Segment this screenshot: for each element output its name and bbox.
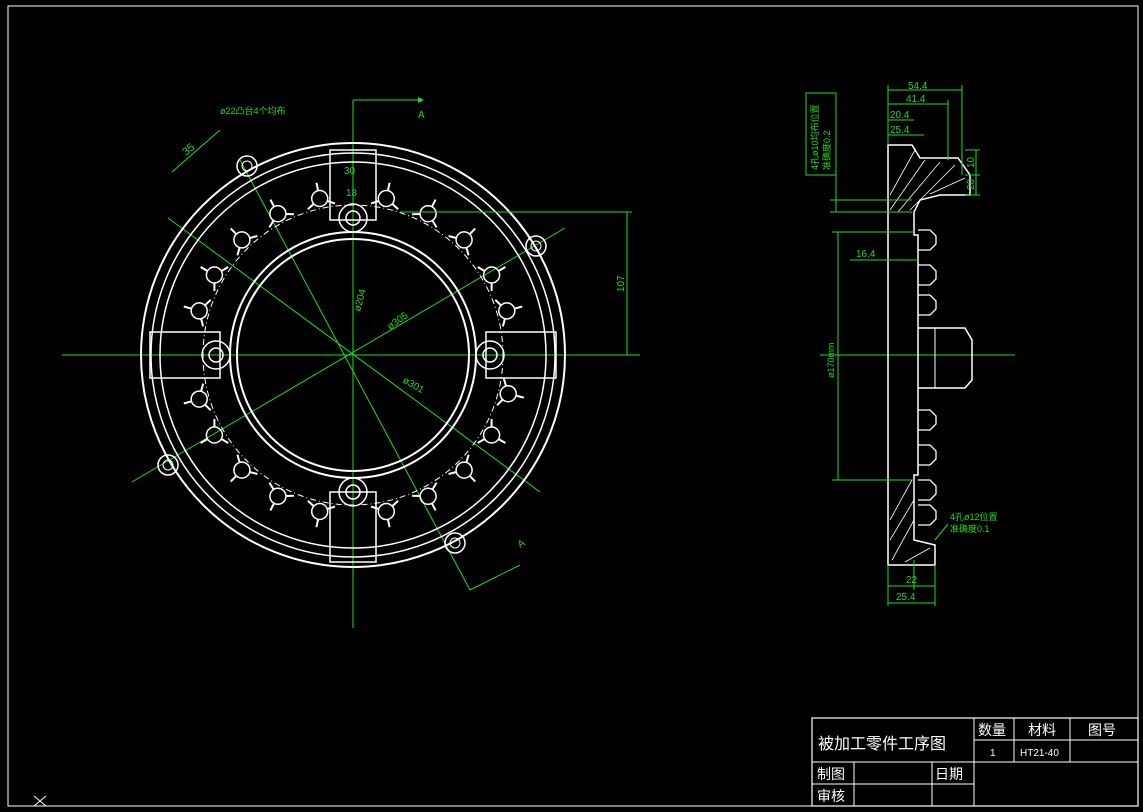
dim-170: ø170mm: [826, 342, 836, 378]
pin-hub: [229, 227, 258, 256]
pin-hub: [229, 454, 258, 483]
dim-305: ø305: [385, 310, 410, 332]
note-box-top: [805, 92, 837, 176]
pin-hub: [268, 199, 294, 228]
pin-hub: [412, 482, 438, 511]
section-label-top: A: [418, 110, 425, 121]
dim-107: 107: [616, 275, 627, 292]
pin-hub: [448, 454, 477, 483]
dim-10: 10: [966, 156, 977, 168]
outer-ring: [140, 142, 566, 568]
pin-hub: [496, 378, 525, 406]
dim-54-4: 54.4: [908, 81, 928, 92]
checker-label: 审核: [817, 788, 845, 804]
side-pin: [918, 479, 937, 501]
drawing-no-label: 图号: [1088, 722, 1116, 738]
drafter-label: 制图: [817, 766, 845, 782]
dim-20-4: 20.4: [890, 110, 910, 121]
material-label: 材料: [1028, 722, 1056, 738]
dim-22: 22: [906, 575, 918, 586]
qty-label: 数量: [978, 722, 1006, 738]
side-view: 54.4 41.4 20.4 25.4 20 10 4孔ø10均布位置 准确度0…: [805, 81, 1015, 606]
dim-25-4-bottom: 25.4: [896, 592, 916, 603]
section-line-bottom: [469, 564, 521, 591]
pin-hub: [268, 482, 294, 511]
title-block: 被加工零件工序图 数量 材料 图号 1 HT21-40 制图 日期 审核: [811, 717, 1139, 807]
side-pin: [918, 444, 937, 466]
boss-bottom-left: [157, 454, 179, 476]
note-top-line1: 4孔ø10均布位置: [809, 104, 820, 170]
dim-204: ø204: [352, 287, 369, 312]
section-label-bottom: A: [516, 538, 528, 551]
boss-bottom-right: [444, 532, 466, 554]
lug-top: [329, 149, 377, 233]
lug-right: [475, 331, 557, 379]
dim-16-4: 16.4: [856, 249, 876, 260]
note-bottom-line2: 准确度0.1: [950, 523, 990, 534]
pin-hub: [307, 500, 336, 528]
pin-hub: [477, 419, 506, 444]
boss-note: ø22凸台4个均布: [220, 105, 286, 116]
pin-hub: [477, 266, 506, 291]
dim-25-4-top: 25.4: [890, 125, 910, 136]
pin-hub: [183, 383, 212, 411]
pin-hub: [370, 182, 399, 210]
pin-hub: [494, 299, 523, 327]
side-pin: [918, 409, 937, 431]
qty-value: 1: [990, 748, 996, 759]
diagonal-line-1: [167, 217, 541, 493]
diagonal-line-3: [239, 159, 471, 591]
pin-hub: [412, 199, 438, 228]
section-arrow-top-head: [418, 97, 424, 103]
hatch-bottom: [889, 479, 931, 563]
dim-301: ø301: [401, 375, 427, 396]
side-pin: [918, 264, 937, 286]
ucs-icon: [33, 795, 47, 807]
dim-18: 18: [346, 188, 358, 199]
side-pins: [918, 229, 937, 526]
pin-hub: [183, 299, 212, 327]
title-block-title: 被加工零件工序图: [818, 735, 946, 753]
diagonal-line-2: [131, 227, 566, 483]
side-pin: [918, 504, 937, 526]
pin-hub: [200, 266, 229, 291]
side-profile: [887, 144, 971, 566]
dim-41-4: 41.4: [906, 94, 926, 105]
lug-bottom: [329, 477, 377, 563]
dim-20: 20: [966, 178, 977, 190]
dim-30: 30: [344, 166, 356, 177]
outer-ring-inner: [150, 152, 556, 558]
note-top-line2: 准确度0.2: [821, 130, 832, 170]
inner-bore: [236, 238, 470, 472]
boss-top-right: [525, 235, 547, 257]
pin-hub: [200, 419, 229, 444]
sheet-border: [7, 5, 1139, 807]
dim-35-line: [171, 129, 221, 173]
pin-hubs: [183, 182, 525, 528]
date-label: 日期: [935, 766, 963, 782]
lug-left: [149, 331, 231, 379]
pin-hub: [448, 227, 477, 256]
side-hub: [918, 327, 973, 389]
front-view: ø22凸台4个均布 35 30 18 ø204 ø305 ø301 A A 10…: [62, 97, 640, 628]
side-pin: [918, 294, 937, 316]
hatch-top: [889, 149, 966, 213]
boss-top-left: [236, 155, 258, 177]
side-pin: [918, 229, 937, 251]
rim-ring: [159, 161, 547, 549]
dim-35: 35: [180, 141, 197, 158]
pin-hub: [370, 500, 399, 528]
pin-hub: [307, 182, 336, 210]
pitch-circle: [202, 204, 504, 506]
note-bottom-line1: 4孔ø12位置: [950, 511, 998, 522]
material-value: HT21-40: [1020, 748, 1059, 759]
